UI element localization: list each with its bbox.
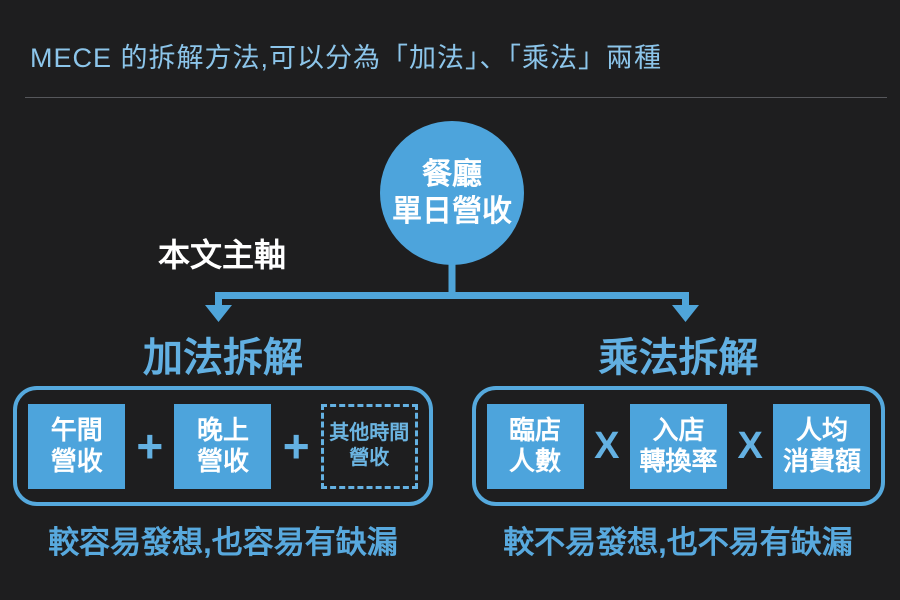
times-operator: X — [594, 425, 620, 467]
plus-operator: + — [136, 420, 164, 472]
addition-group: 午間 營收 + 晚上 營收 + 其他時間 營收 — [13, 386, 433, 506]
term-line: 臨店 — [509, 415, 562, 445]
root-node-line1: 餐廳 — [422, 158, 482, 191]
term-line: 人均 — [795, 415, 848, 445]
term-box-avg-spend: 人均 消費額 — [773, 403, 871, 489]
multiplication-group: 臨店 人數 X 入店 轉換率 X 人均 消費額 — [472, 386, 885, 506]
addition-branch-title: 加法拆解 — [143, 336, 303, 380]
term-line: 人數 — [509, 446, 562, 476]
branch-horizontal-line — [215, 292, 689, 306]
main-axis-label: 本文主軸 — [158, 237, 287, 273]
term-line: 營收 — [50, 446, 103, 476]
title-divider — [25, 97, 887, 98]
term-box-conversion-rate: 入店 轉換率 — [630, 403, 727, 489]
term-line: 營收 — [196, 446, 249, 476]
addition-caption: 較容易發想,也容易有缺漏 — [48, 525, 398, 560]
term-box-visitor-count: 臨店 人數 — [486, 403, 584, 489]
term-line: 晚上 — [196, 415, 249, 445]
term-box-lunch-revenue: 午間 營收 — [28, 403, 126, 489]
left-arrowhead-icon — [205, 305, 232, 322]
term-line: 入店 — [652, 415, 705, 445]
term-box-evening-revenue: 晚上 營收 — [174, 403, 272, 489]
term-line: 轉換率 — [639, 446, 718, 476]
root-node-line2: 單日營收 — [392, 195, 512, 228]
term-line: 營收 — [349, 447, 390, 469]
multiplication-branch-title: 乘法拆解 — [598, 336, 759, 380]
plus-operator: + — [282, 420, 310, 472]
term-line: 午間 — [50, 415, 103, 445]
multiplication-caption: 較不易發想,也不易有缺漏 — [503, 525, 853, 560]
times-operator: X — [737, 425, 763, 467]
root-node: 餐廳 單日營收 — [380, 121, 524, 265]
term-line: 消費額 — [782, 446, 861, 476]
term-box-other-time-revenue: 其他時間 營收 — [320, 403, 418, 489]
right-arrowhead-icon — [672, 305, 699, 322]
term-line: 其他時間 — [329, 422, 410, 444]
slide-title: MECE 的拆解方法,可以分為「加法」、「乘法」兩種 — [30, 43, 663, 73]
